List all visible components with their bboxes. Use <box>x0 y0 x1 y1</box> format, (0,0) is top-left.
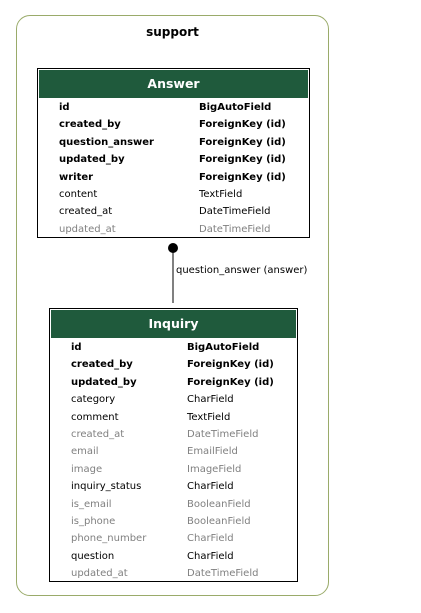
field-row: is_email BooleanField <box>50 496 297 513</box>
field-type: ForeignKey (id) <box>199 171 286 183</box>
field-row: updated_by ForeignKey (id) <box>38 151 309 168</box>
field-row: phone_number CharField <box>50 530 297 547</box>
field-name: id <box>59 102 70 113</box>
field-type: ForeignKey (id) <box>187 376 274 388</box>
field-name: question_answer <box>59 136 154 148</box>
model-answer-title: Answer <box>39 70 308 98</box>
field-row: id BigAutoField <box>50 339 297 356</box>
field-type: DateTimeField <box>187 428 259 440</box>
model-inquiry-title: Inquiry <box>51 310 296 338</box>
field-row: image ImageField <box>50 461 297 478</box>
field-row: comment TextField <box>50 409 297 426</box>
field-type: ForeignKey (id) <box>199 136 286 148</box>
field-type: TextField <box>199 188 243 200</box>
field-name: question <box>71 550 115 562</box>
field-name: updated_at <box>71 568 128 580</box>
field-name: created_at <box>71 428 125 440</box>
field-row: created_by ForeignKey (id) <box>38 116 309 133</box>
field-row: updated_at DateTimeField <box>38 221 309 238</box>
cluster-title: support <box>146 25 199 39</box>
field-name: created_by <box>59 119 121 131</box>
field-type: BigAutoField <box>187 342 260 353</box>
field-name: id <box>71 342 82 353</box>
field-row: content TextField <box>38 186 309 203</box>
field-type: DateTimeField <box>187 568 259 580</box>
field-type: CharField <box>187 394 234 406</box>
field-row: question_answer ForeignKey (id) <box>38 134 309 151</box>
field-row: created_at DateTimeField <box>50 426 297 443</box>
field-name: content <box>59 188 98 200</box>
field-row: category CharField <box>50 391 297 408</box>
field-type: BigAutoField <box>199 102 272 113</box>
field-name: writer <box>59 171 94 183</box>
field-row: question CharField <box>50 548 297 565</box>
field-name: updated_by <box>59 154 125 166</box>
field-row: id BigAutoField <box>38 99 309 116</box>
field-row: is_phone BooleanField <box>50 513 297 530</box>
field-row: updated_by ForeignKey (id) <box>50 374 297 391</box>
relation-label: question_answer (answer) <box>176 265 308 276</box>
field-type: CharField <box>187 481 234 493</box>
field-type: ForeignKey (id) <box>199 154 286 166</box>
field-name: updated_by <box>71 376 137 388</box>
field-row: inquiry_status CharField <box>50 478 297 495</box>
field-name: email <box>71 446 99 458</box>
field-name: category <box>71 394 116 406</box>
relation-dot-marker <box>168 243 178 253</box>
app-cluster-support: support <box>16 15 329 596</box>
field-name: inquiry_status <box>71 481 142 493</box>
field-name: is_phone <box>71 515 116 527</box>
field-row: writer ForeignKey (id) <box>38 169 309 186</box>
field-row: updated_at DateTimeField <box>50 565 297 582</box>
field-type: CharField <box>187 550 234 562</box>
field-name: is_email <box>71 498 112 510</box>
field-name: created_by <box>71 359 133 371</box>
field-name: image <box>71 463 103 475</box>
field-type: BooleanField <box>187 515 251 527</box>
field-row: created_by ForeignKey (id) <box>50 356 297 373</box>
field-type: CharField <box>187 533 234 545</box>
field-type: ForeignKey (id) <box>187 359 274 371</box>
field-type: BooleanField <box>187 498 251 510</box>
field-name: phone_number <box>71 533 147 545</box>
field-type: ImageField <box>187 463 242 475</box>
field-type: ForeignKey (id) <box>199 119 286 131</box>
field-type: EmailField <box>187 446 238 458</box>
field-type: DateTimeField <box>199 206 271 218</box>
field-name: created_at <box>59 206 113 218</box>
field-row: created_at DateTimeField <box>38 203 309 220</box>
field-row: email EmailField <box>50 443 297 460</box>
field-type: TextField <box>187 411 231 423</box>
field-name: updated_at <box>59 223 116 235</box>
field-type: DateTimeField <box>199 223 271 235</box>
field-name: comment <box>71 411 119 423</box>
